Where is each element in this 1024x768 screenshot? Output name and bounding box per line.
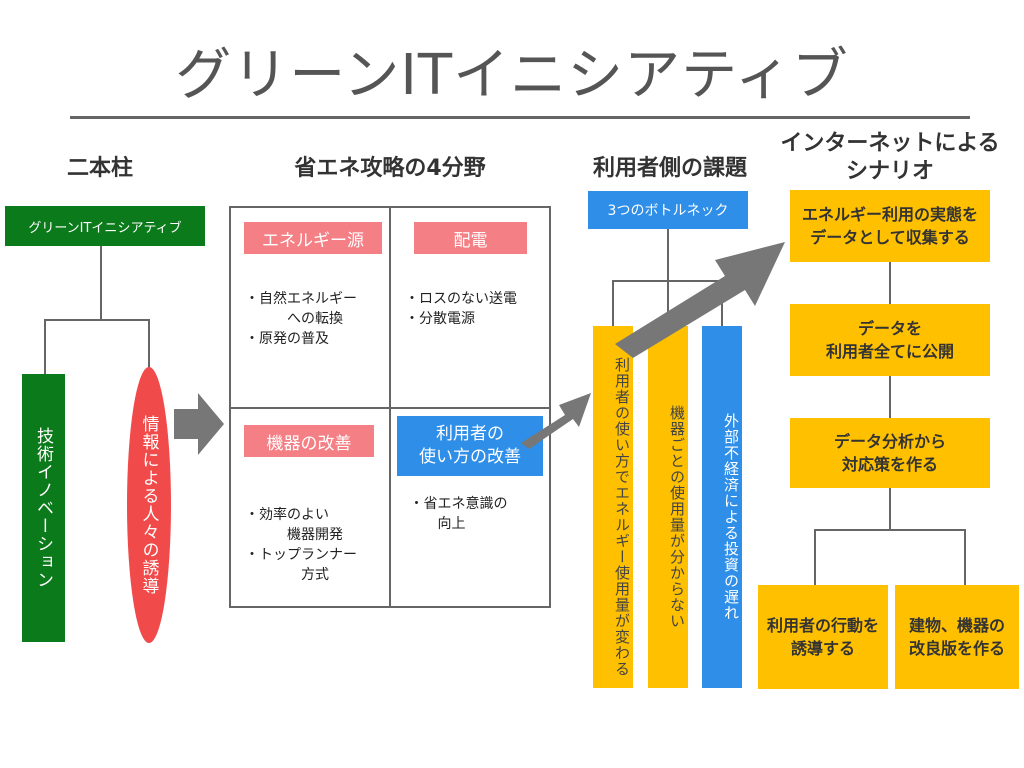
scenario-step-collect-line1: エネルギー利用の実態を xyxy=(801,204,978,224)
scenario-step-collect-line2: データとして収集する xyxy=(810,228,970,247)
title-divider xyxy=(70,116,970,119)
field-usage-label: 利用者の 使い方の改善 xyxy=(397,416,543,476)
field-distribution-label: 配電 xyxy=(414,222,527,254)
arrow-diagonal-large-icon xyxy=(615,242,785,358)
header-user-issues: 利用者側の課題 xyxy=(592,156,747,181)
pillars-connector-right xyxy=(148,319,150,369)
scenario-connector-right xyxy=(964,529,966,585)
bottleneck-item-externality: 外部不経済による投資の遅れ xyxy=(702,326,742,688)
header-internet-scenario-line1: インターネットによる xyxy=(780,131,1000,156)
scenario-leaf-improve-buildings-line2: 改良版を作る xyxy=(908,639,1005,658)
page-title: グリーンITイニシアティブ xyxy=(175,43,849,108)
field-device-label: 機器の改善 xyxy=(244,425,374,457)
scenario-step-collect: エネルギー利用の実態を データとして収集する xyxy=(790,190,990,262)
header-internet-scenario-line2: シナリオ xyxy=(845,159,934,184)
grid-horizontal-divider xyxy=(229,407,551,409)
arrow-right-icon xyxy=(174,393,224,455)
field-usage-bullets: ・省エネ意識の 向上 xyxy=(409,496,508,532)
pillars-connector-horizontal xyxy=(44,319,150,321)
scenario-connector-branch xyxy=(814,529,966,531)
scenario-step-analyze: データ分析から 対応策を作る xyxy=(790,418,990,488)
bottleneck-connector-vertical xyxy=(667,229,669,281)
scenario-leaf-improve-buildings-line1: 建物、機器の xyxy=(908,615,1005,635)
scenario-leaf-improve-buildings: 建物、機器の 改良版を作る xyxy=(895,585,1019,689)
scenario-step-analyze-line2: 対応策を作る xyxy=(841,455,938,474)
arrow-diagonal-icon xyxy=(521,393,591,449)
bottleneck-label-box: 3つのボトルネック xyxy=(588,191,748,229)
pillars-root-box: グリーンITイニシアティブ xyxy=(5,206,205,246)
scenario-step-publish-line1: データを xyxy=(857,318,922,338)
header-internet-scenario: インターネットによる シナリオ xyxy=(775,130,1005,186)
scenario-connector-2 xyxy=(889,376,891,418)
scenario-step-publish-line2: 利用者全てに公開 xyxy=(825,342,954,361)
field-device-bullets: ・効率のよい 機器開発 ・トップランナー 方式 xyxy=(245,507,357,583)
info-guidance-ellipse: 情報による人々の誘導 xyxy=(127,367,171,643)
field-usage-label-line2: 使い方の改善 xyxy=(419,447,521,467)
field-usage-label-line1: 利用者の xyxy=(436,424,504,445)
scenario-step-analyze-line1: データ分析から xyxy=(833,431,946,451)
scenario-leaf-guide-users-line2: 誘導する xyxy=(790,639,855,658)
pillars-connector-vertical xyxy=(100,246,102,320)
pillars-connector-left xyxy=(44,319,46,374)
tech-innovation-box: 技術イノベーション xyxy=(22,374,65,642)
scenario-leaf-guide-users: 利用者の行動を 誘導する xyxy=(758,585,888,689)
scenario-connector-left xyxy=(814,529,816,585)
scenario-leaf-guide-users-line1: 利用者の行動を xyxy=(766,615,879,635)
bottleneck-connector-left xyxy=(612,280,614,326)
field-distribution-bullets: ・ロスのない送電 ・分散電源 xyxy=(405,291,517,327)
header-four-fields: 省エネ攻略の4分野 xyxy=(294,156,486,181)
bottleneck-item-usage: 利用者の使い方でエネルギー使用量が変わる xyxy=(593,326,633,688)
scenario-connector-1 xyxy=(889,262,891,304)
field-energy-source-label: エネルギー源 xyxy=(244,222,382,254)
field-energy-source-bullets: ・自然エネルギー への転換 ・原発の普及 xyxy=(245,291,357,347)
scenario-step-publish: データを 利用者全てに公開 xyxy=(790,304,990,376)
bottleneck-connector-middle xyxy=(667,280,669,326)
bottleneck-item-device-usage: 機器ごとの使用量が分からない xyxy=(648,326,688,688)
scenario-connector-3 xyxy=(889,488,891,530)
header-pillars: 二本柱 xyxy=(66,156,133,181)
